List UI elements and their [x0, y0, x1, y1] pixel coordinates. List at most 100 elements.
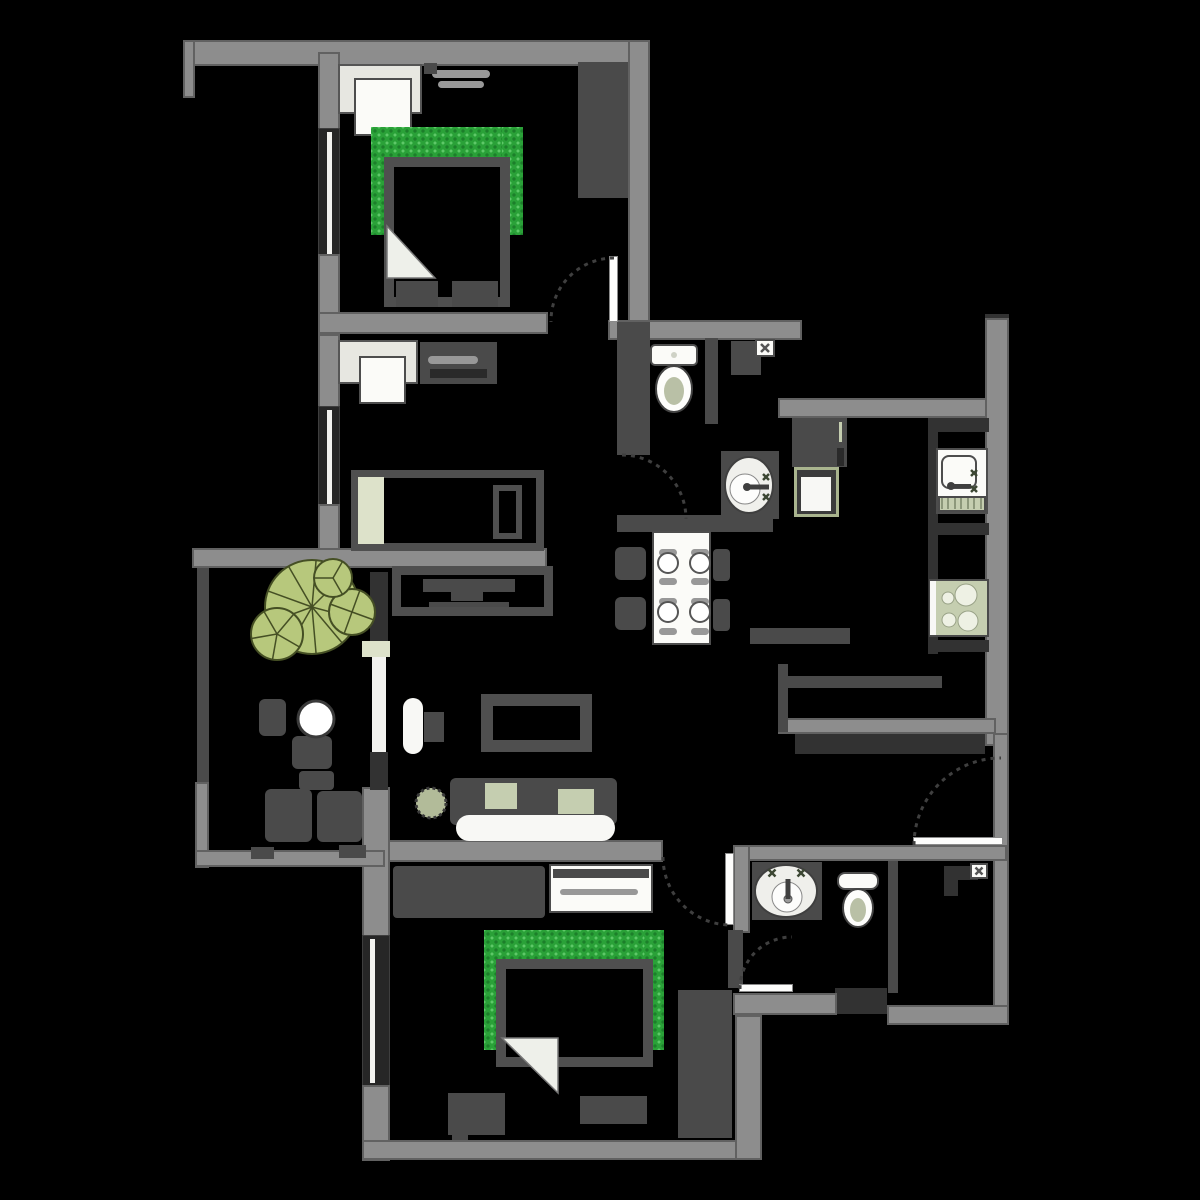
bathroom2-faucet-handle-b	[796, 868, 806, 878]
bedroom2-bed-inner	[493, 485, 522, 539]
bedroom3-wardrobe-column	[678, 990, 732, 1138]
sofa-front-pill	[456, 815, 615, 841]
bedroom3-dresser	[393, 866, 545, 918]
bedroom3-small-square	[452, 1128, 468, 1140]
bedroom1-door-arc	[549, 256, 615, 323]
plate-a	[657, 552, 679, 574]
bedroom1-shelf-b	[438, 81, 484, 88]
bedroom3-right-wall	[735, 1015, 762, 1160]
balcony-lounge-a	[265, 789, 312, 842]
bathroom2-divider	[888, 861, 898, 993]
top-left-stub	[183, 40, 195, 98]
balcony-slider-glass	[372, 652, 386, 754]
bedroom1-blanket-fold	[386, 224, 437, 279]
tree-canopy-large-rib	[287, 565, 313, 608]
burner-a	[954, 583, 978, 607]
entry-l-wall-v	[778, 664, 788, 732]
kitchen-divider-c	[935, 640, 989, 652]
tree-canopy-small-rib	[330, 603, 353, 613]
cutlery-g	[659, 628, 677, 635]
tree-canopy-medium-rib	[263, 611, 278, 635]
balcony-chair-b	[259, 699, 286, 736]
bathroom2-bottom-wall-b	[887, 1005, 1009, 1025]
wc-faucet-handle-b	[762, 493, 770, 501]
tree-canopy-small-rib	[351, 611, 374, 621]
bathroom2-bottom-wall-a	[733, 993, 837, 1015]
bathroom2-door-arc	[738, 935, 793, 990]
shower-vent-x	[974, 866, 984, 876]
desk-stand	[451, 592, 483, 601]
armchair-back	[424, 712, 444, 742]
corridor-door-arc	[912, 756, 1002, 846]
bathroom2-toilet-seat	[850, 898, 866, 922]
bedroom3-door-arc	[661, 856, 732, 927]
shower-step-b	[944, 866, 958, 896]
cabinet-handle	[837, 448, 844, 466]
dining-chair-b	[615, 597, 646, 630]
wc-faucet-handle-a	[762, 473, 770, 481]
bedroom3-tv-line	[560, 889, 638, 895]
desk-monitor	[423, 579, 515, 592]
plate-b	[689, 552, 711, 574]
wc-right-wall	[705, 338, 718, 424]
burner-c	[941, 591, 955, 605]
bedroom3-blanket-fold	[500, 1037, 559, 1095]
bedroom1-bench-a	[396, 281, 438, 307]
balcony-right-wall-a	[370, 572, 388, 654]
balcony-left-wall-lower	[195, 782, 209, 868]
balcony-right-wall-b	[370, 752, 388, 790]
balcony-lounge-d	[339, 845, 366, 858]
bedroom2-wardrobe-box	[359, 356, 406, 404]
tree-canopy-large-rib	[311, 606, 317, 654]
burner-b	[957, 610, 979, 632]
tree-canopy-large-rib	[267, 590, 313, 608]
washer-inner	[801, 477, 831, 511]
dining-chair-a	[615, 547, 646, 580]
kitchen-under-strip	[795, 734, 985, 754]
balcony-table	[296, 699, 336, 739]
dining-chair-d	[713, 599, 730, 631]
kitchen-counter-edge	[928, 418, 938, 654]
bedroom1-wardrobe-column	[578, 62, 628, 198]
armchair-cushion	[403, 698, 423, 754]
tree-canopy-tiny-rib	[332, 577, 344, 595]
sofa-cushion-b	[556, 787, 596, 816]
balcony-pale-mat	[362, 641, 390, 657]
bedroom1-bedroom2-wall	[318, 312, 548, 334]
tree-canopy-medium-rib	[276, 633, 300, 648]
bedroom3-window	[362, 935, 390, 1087]
bedroom3-tv-strip	[553, 869, 649, 878]
tree-canopy-large-rib	[311, 606, 343, 644]
tree-canopy-medium-rib	[271, 633, 278, 660]
wc-tank-button	[671, 352, 677, 358]
bedroom3-door-leaf	[725, 853, 734, 925]
kitchen-faucet-handle-a	[970, 469, 978, 477]
bathroom2-threshold	[835, 988, 887, 1014]
hall-wall	[617, 322, 650, 455]
balcony-chair-a	[292, 736, 332, 769]
entry-band	[750, 628, 850, 644]
plate-d	[689, 601, 711, 623]
balcony-chair-c	[299, 771, 334, 790]
cutlery-d	[691, 578, 709, 585]
bedroom2-pillow	[358, 477, 384, 544]
tree-canopy-tiny-rib	[332, 561, 344, 579]
bedroom1-window-glass	[327, 132, 332, 254]
bedroom1-dark-square	[424, 63, 437, 74]
sofa-cushion-a	[483, 781, 519, 811]
stove-handle-strip	[930, 581, 936, 635]
balcony-lounge-c	[251, 847, 274, 859]
desk	[392, 566, 553, 616]
bedroom2-dresser-line-b	[430, 369, 487, 378]
plate-c	[657, 601, 679, 623]
bedroom2-window-glass	[327, 410, 332, 504]
plant-pot	[414, 786, 448, 820]
corridor-door-leaf	[913, 837, 1003, 845]
balcony-lounge-b	[317, 791, 362, 842]
bathroom2-left-wall-dark	[728, 930, 743, 988]
cabinet-accent	[837, 420, 844, 444]
tree-canopy-medium-rib	[276, 613, 295, 635]
bedroom2-dresser-line-a	[428, 356, 478, 364]
